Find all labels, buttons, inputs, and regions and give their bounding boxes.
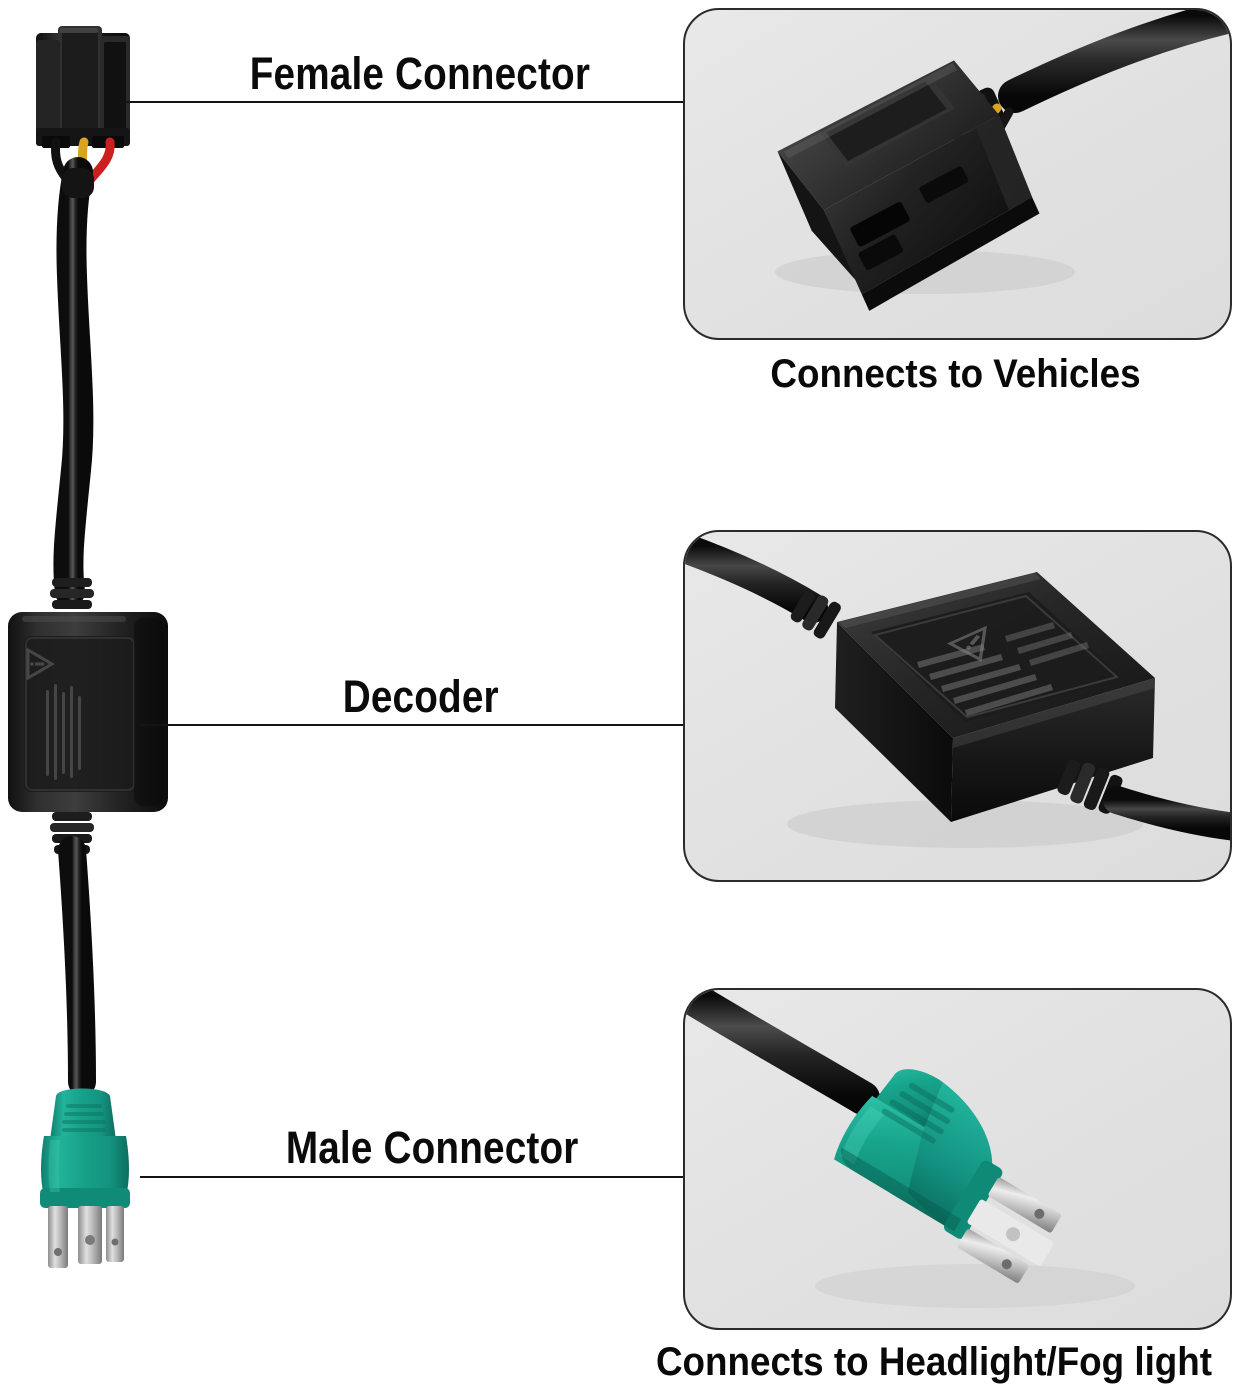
callout-label-male-connector: Male Connector	[285, 1122, 579, 1173]
panel-caption-vehicles: Connects to Vehicles	[770, 352, 1141, 396]
leader-line-female-connector	[118, 101, 683, 103]
strain-relief-top	[50, 578, 94, 609]
decoder-closeup-art	[685, 532, 1230, 848]
upper-cable	[53, 157, 94, 607]
plug-pins	[48, 1206, 124, 1268]
inset-panel-vehicles	[683, 8, 1232, 340]
leader-line-male-connector	[140, 1176, 683, 1178]
decoder-box-art	[8, 612, 168, 812]
callout-label-female-connector: Female Connector	[249, 48, 591, 99]
callout-label-decoder: Decoder	[342, 671, 499, 722]
panel-caption-headlight: Connects to Headlight/Fog light	[655, 1340, 1213, 1384]
inset-panel-headlight	[683, 988, 1232, 1330]
plug-blade-pins	[957, 1177, 1062, 1283]
decoder-body	[835, 572, 1155, 822]
female-connector-art	[36, 26, 130, 148]
female-connector-closeup-art	[775, 10, 1230, 311]
inset-panel-decoder	[683, 530, 1232, 882]
leader-line-decoder	[140, 724, 683, 726]
lower-cable	[58, 836, 96, 1096]
male-connector-art	[40, 1088, 130, 1268]
male-connector-closeup-art	[685, 990, 1135, 1308]
harness-illustration	[8, 26, 168, 1268]
